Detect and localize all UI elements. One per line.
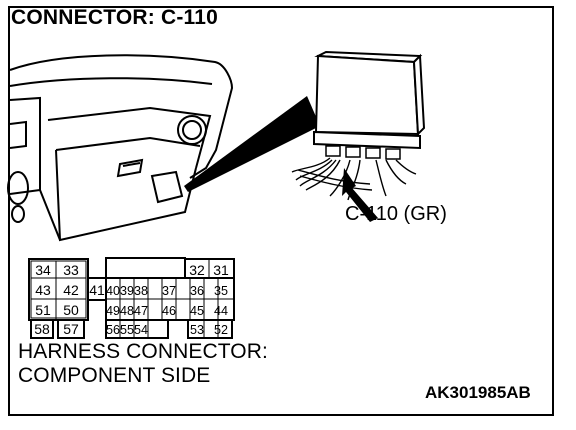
pin-56: 56	[106, 322, 120, 337]
pin-48: 48	[120, 303, 134, 318]
connector-label: C-110 (GR)	[345, 203, 447, 225]
pin-43: 43	[35, 282, 51, 298]
diagram-frame	[8, 6, 554, 416]
pin-50: 50	[63, 302, 79, 318]
pin-41: 41	[89, 282, 105, 298]
dashboard-drawing	[7, 54, 234, 242]
pin-34: 34	[35, 262, 51, 278]
pin-55: 55	[120, 322, 134, 337]
caption-harness-connector: HARNESS CONNECTOR:	[18, 340, 268, 363]
pin-57: 57	[63, 321, 79, 337]
pin-58: 58	[34, 321, 50, 337]
pin-33: 33	[63, 262, 79, 278]
pin-46: 46	[162, 303, 176, 318]
pin-32: 32	[189, 262, 205, 278]
pin-54: 54	[134, 322, 148, 337]
pin-45: 45	[190, 303, 204, 318]
caption-component-side: COMPONENT SIDE	[18, 364, 211, 387]
pin-38: 38	[134, 283, 148, 298]
pin-47: 47	[134, 303, 148, 318]
component-module	[291, 50, 426, 201]
pin-31: 31	[213, 262, 229, 278]
pin-35: 35	[214, 283, 228, 298]
pointer-arrow	[342, 168, 378, 222]
document-code: AK301985AB	[425, 383, 531, 402]
pin-53: 53	[190, 322, 204, 337]
pin-51: 51	[35, 302, 51, 318]
pin-37: 37	[162, 283, 176, 298]
pin-numbers: 34 33 32 31 43 42 41 40 39 38 37 36 35 5…	[34, 262, 229, 337]
pin-39: 39	[120, 283, 134, 298]
pin-40: 40	[106, 283, 120, 298]
pin-36: 36	[190, 283, 204, 298]
pin-52: 52	[214, 322, 228, 337]
pin-44: 44	[214, 303, 228, 318]
pin-49: 49	[106, 303, 120, 318]
diagram-title: CONNECTOR: C-110	[11, 6, 219, 29]
pin-42: 42	[63, 282, 79, 298]
pin-layout	[28, 257, 235, 339]
callout-wedge	[184, 96, 320, 192]
